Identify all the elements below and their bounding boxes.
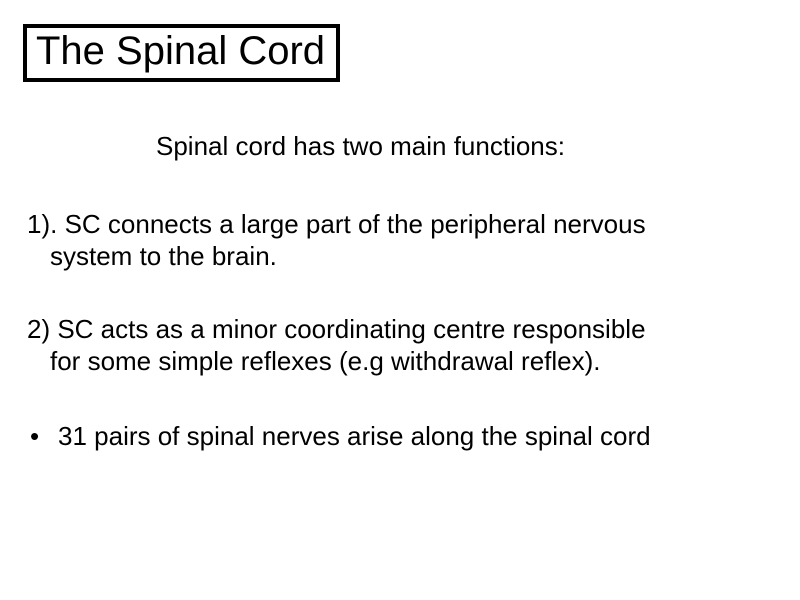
point-1-line-1: 1). SC connects a large part of the peri… [27,209,646,239]
bullet-marker: • [30,421,40,451]
slide-title-box: The Spinal Cord [23,24,340,82]
slide-title: The Spinal Cord [36,29,326,73]
point-2-line-2: for some simple reflexes (e.g withdrawal… [50,346,601,376]
point-1-line-2: system to the brain. [50,241,277,271]
point-2-line-1: 2) SC acts as a minor coordinating centr… [27,314,646,344]
bullet-text: 31 pairs of spinal nerves arise along th… [58,421,651,451]
intro-line: Spinal cord has two main functions: [156,131,565,161]
